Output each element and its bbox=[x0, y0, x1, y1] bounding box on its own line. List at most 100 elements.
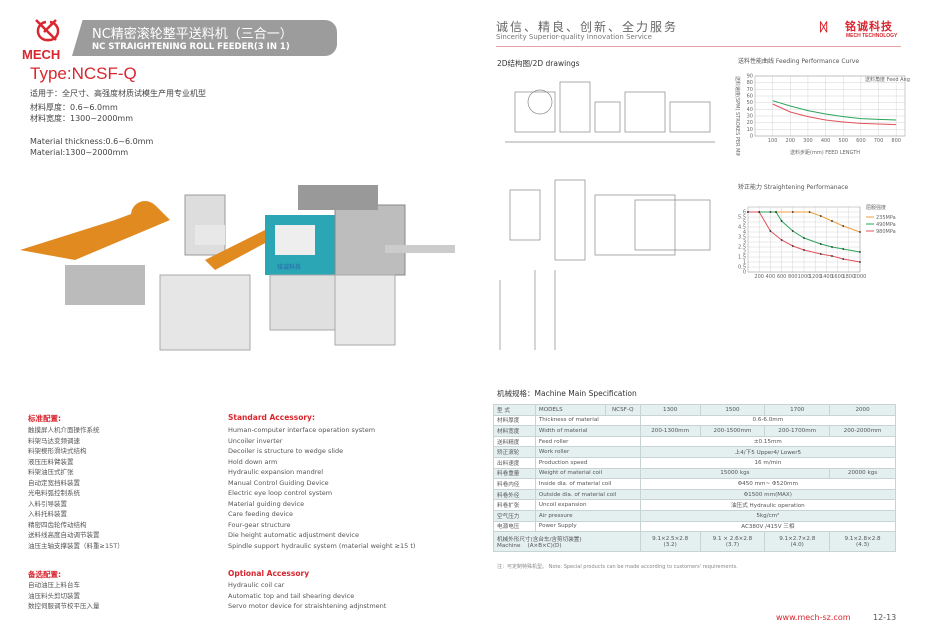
data-point bbox=[842, 248, 845, 250]
brand-en: MECH TECHNOLOGY bbox=[846, 33, 898, 39]
optional-cn-list: 自动油压上料台车油压料头剪切装置数控伺服调节校平压入量 bbox=[28, 580, 100, 612]
standard-cn-item: 油压主轴支撑装置（料重≥15T） bbox=[28, 541, 124, 550]
spec-cell: 矫正滚轮 bbox=[493, 446, 536, 458]
y-tick-label: 1.5 bbox=[738, 255, 746, 261]
standard-cn-item: 入料托料装置 bbox=[28, 510, 67, 518]
legend-title: 送料角度 Feed Angle bbox=[865, 76, 910, 83]
x-tick-label: 200 bbox=[786, 138, 796, 144]
thickness-en: Material thickness:0.6~6.0mm bbox=[30, 137, 154, 146]
legend-label: 980MPa bbox=[876, 229, 896, 235]
brand-logo-icon: ᛞ bbox=[820, 20, 828, 34]
standard-cn-item: 送料线高度自动调节装置 bbox=[28, 531, 100, 539]
drawings-title: 2D结构图/2D drawings bbox=[497, 59, 580, 68]
y-axis-label: 送料速度(SPM) STROKES PER MINUTE bbox=[734, 76, 741, 156]
y-tick-label: 40 bbox=[747, 107, 753, 113]
series-line bbox=[772, 103, 897, 126]
spec-cell: 5kg/cm² bbox=[639, 509, 897, 522]
standard-en-item: Human-computer interface operation syste… bbox=[228, 426, 376, 434]
data-point bbox=[769, 230, 772, 232]
x-tick-label: 500 bbox=[838, 138, 848, 144]
spec-cell: Φ1500 mm(MAX) bbox=[639, 488, 897, 501]
spec-cell: Outside dia. of material coil bbox=[534, 488, 641, 501]
spec-cell: Φ450 mm~ Φ520mm bbox=[639, 478, 897, 490]
spec-cell: Weight of material coil bbox=[534, 467, 641, 480]
data-point bbox=[842, 258, 845, 260]
spec-cell: 料卷外径 bbox=[493, 488, 536, 501]
spec-title: 机械规格：Machine Main Specification bbox=[497, 389, 637, 398]
spec-cell: 料卷重量 bbox=[493, 467, 536, 480]
optional-cn-item: 数控伺服调节校平压入量 bbox=[28, 602, 100, 610]
spec-cell: 9.1 × 2.6×2.8 (3.7) bbox=[699, 531, 766, 553]
spec-cell: 20000 kgs bbox=[829, 467, 896, 480]
data-point bbox=[808, 211, 811, 213]
standard-cn-item: 料架油压式扩张 bbox=[28, 468, 74, 476]
spec-cell: 200-1300mm bbox=[639, 425, 701, 437]
series-line bbox=[772, 100, 897, 121]
standard-cn-item: 液压压料臂装置 bbox=[28, 457, 74, 466]
y-tick-label: 5.5 bbox=[738, 215, 746, 221]
spec-cell: 机械外形尺寸(含台车/含剪切装置)Machine (A×B×C)(D) bbox=[493, 531, 641, 553]
mech-logo: MECH bbox=[22, 18, 72, 61]
spec-cell: 2000 bbox=[829, 404, 896, 416]
spec-cell: 出料速度 bbox=[493, 456, 536, 469]
legend-label: 235MPa bbox=[876, 215, 896, 221]
data-point bbox=[803, 237, 805, 239]
spec-cell: 0.6-6.0mm bbox=[639, 414, 897, 427]
standard-en-title: Standard Accessory: bbox=[228, 413, 315, 422]
spec-label-cn: 机械外形尺寸(含台车/含剪切装置) bbox=[497, 536, 582, 543]
x-tick-label: 1200 bbox=[809, 274, 822, 280]
y-tick-label: 80 bbox=[747, 80, 753, 86]
y-tick-label: 5 bbox=[743, 220, 746, 226]
y-tick-label: 70 bbox=[747, 87, 753, 93]
slogan-en: Sincerity Superior-quality Innovation Se… bbox=[496, 33, 652, 41]
data-point bbox=[775, 211, 777, 213]
x-tick-label: 600 bbox=[777, 274, 787, 280]
website-link[interactable]: www.mech-sz.com bbox=[776, 613, 851, 622]
data-point bbox=[819, 253, 822, 255]
standard-en-item: Spindle support hydraulic system (materi… bbox=[228, 541, 416, 550]
spec-cell: 9.1×2.5×2.8 (3.2) bbox=[639, 531, 701, 553]
y-tick-label: 2 bbox=[743, 250, 746, 256]
data-point bbox=[859, 231, 861, 233]
x-tick-label: 400 bbox=[821, 138, 831, 144]
spec-cell: 9.1×2.7×2.8 (4.0) bbox=[764, 531, 831, 553]
header-divider bbox=[496, 46, 901, 47]
spec-cell: 送料精度 bbox=[493, 435, 536, 448]
data-point bbox=[831, 246, 833, 248]
data-point bbox=[842, 225, 845, 227]
legend-label: 490MPa bbox=[876, 222, 896, 228]
spec-cell: 上4/下5 Upper4/ Lower5 bbox=[639, 446, 897, 458]
model-type: Type:NCSF-Q bbox=[30, 64, 137, 83]
x-tick-label: 2000 bbox=[854, 274, 867, 280]
y-tick-label: 0.5 bbox=[738, 265, 746, 271]
data-point bbox=[791, 245, 794, 247]
standard-cn-item: 自动定宽挡料装置 bbox=[28, 478, 80, 487]
title-banner: NC精密滚轮整平送料机（三合一） NC STRAIGHTENING ROLL F… bbox=[72, 20, 337, 56]
data-point bbox=[780, 220, 783, 222]
chart-title: 送料性能曲线 Feeding Performance Curve bbox=[738, 57, 859, 65]
width-en: Material:1300~2000mm bbox=[30, 148, 129, 157]
machine-photo: 铭诚科技 bbox=[15, 165, 465, 355]
spec-cell: 材料宽度 bbox=[493, 425, 536, 437]
standard-cn-item: 光电料弧控制系统 bbox=[28, 489, 80, 497]
y-tick-label: 50 bbox=[747, 100, 753, 106]
spec-cell: AC380V /415V 三相 bbox=[639, 520, 897, 533]
data-point bbox=[758, 211, 761, 213]
standard-en-item: Hold down arm bbox=[228, 457, 278, 466]
optional-en-title: Optional Accessory bbox=[228, 569, 310, 578]
standard-en-item: Care feeding device bbox=[228, 510, 293, 518]
optional-cn-item: 油压料头剪切装置 bbox=[28, 591, 80, 600]
standard-en-item: Uncoiler inverter bbox=[228, 436, 283, 445]
spec-row: 机械外形尺寸(含台车/含剪切装置)Machine (A×B×C)(D)9.1×2… bbox=[493, 531, 896, 553]
x-tick-label: 100 bbox=[768, 138, 778, 144]
data-point bbox=[803, 249, 805, 251]
